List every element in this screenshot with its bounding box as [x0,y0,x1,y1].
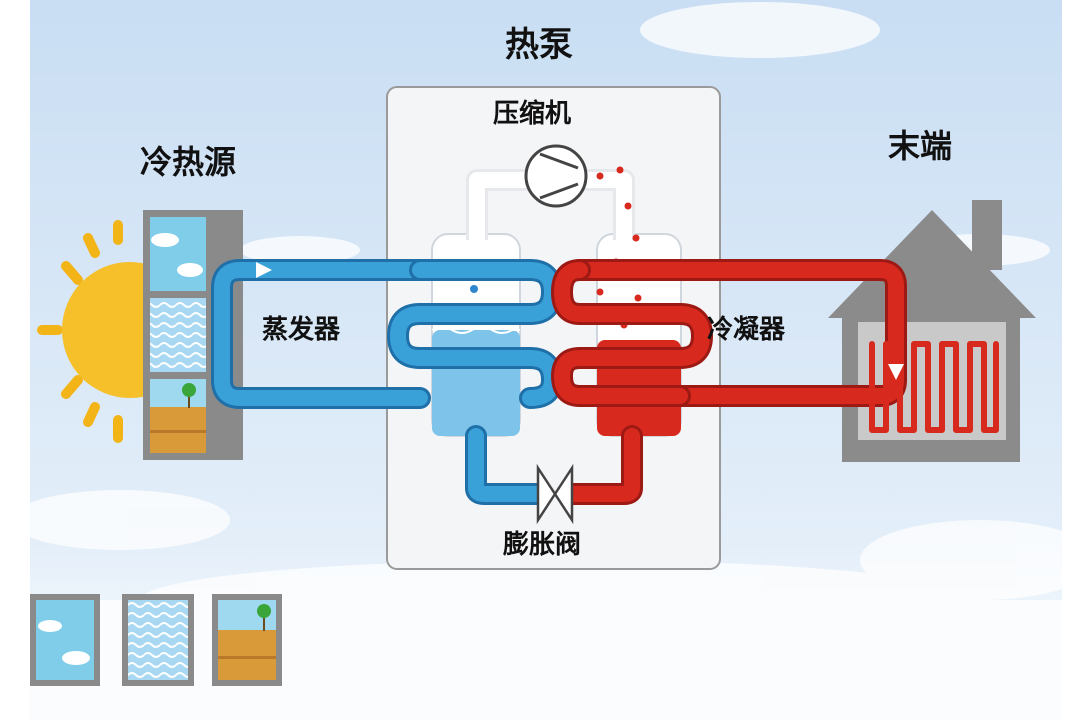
hot-loop [551,259,999,505]
diagram-title: 热泵 [505,25,573,65]
legend-water-icon [122,594,194,686]
ground-white [30,600,1062,720]
evaporator-label: 蒸发器 [262,315,341,345]
refrigerant-dot-valve [582,488,590,496]
legend-air-icon [30,594,100,686]
valve-icon [536,463,574,525]
expansion-valve-label: 膨胀阀 [503,530,582,560]
left-margin [0,0,30,720]
flow-arrow-hot [888,364,904,380]
compressor-icon [524,144,588,208]
air-icon [150,217,206,291]
terminal-label: 末端 [888,127,953,165]
compressor-pipes-inner [469,172,632,240]
source-label: 冷热源 [140,143,237,181]
right-margin [1062,0,1080,720]
water-icon [150,298,206,372]
flow-arrow-cold [256,262,272,278]
compressor-label: 压缩机 [493,99,572,129]
condenser-label: 冷凝器 [707,315,786,345]
legend-ground-icon [212,594,282,686]
